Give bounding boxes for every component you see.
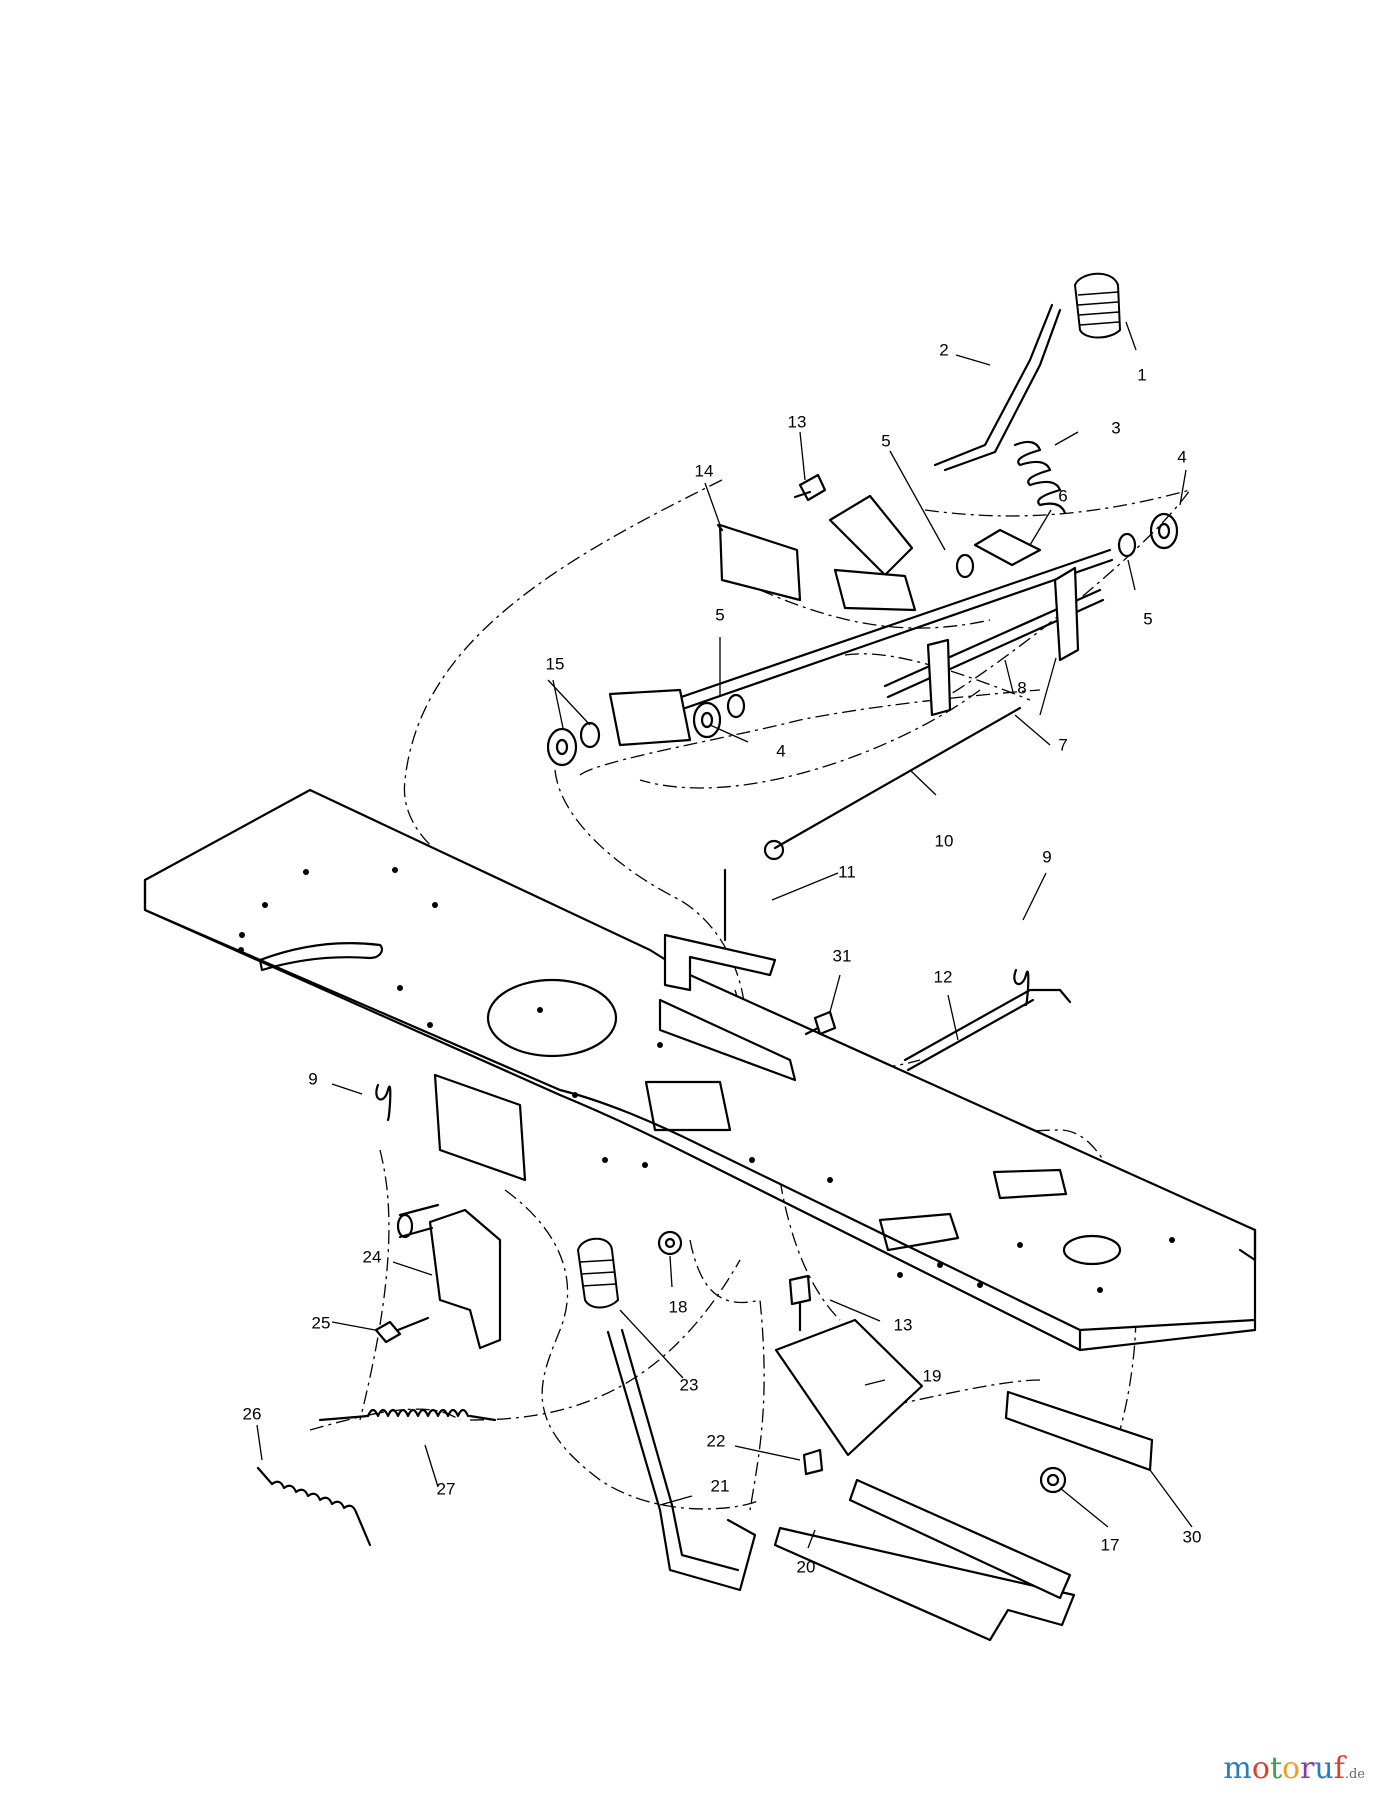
callout-26: 26 [243, 1404, 262, 1423]
callout-13: 13 [894, 1315, 913, 1334]
callout-24: 24 [363, 1247, 382, 1266]
callout-11: 11 [838, 862, 856, 881]
callout-30: 30 [1183, 1527, 1202, 1546]
callout-10: 10 [935, 831, 954, 850]
callout-13: 13 [788, 412, 807, 431]
callout-23: 23 [680, 1375, 699, 1394]
watermark-tld: .de [1344, 1767, 1365, 1782]
callout-6: 6 [1058, 486, 1067, 505]
callout-17: 17 [1101, 1535, 1120, 1554]
callout-5: 5 [881, 431, 890, 450]
callout-21: 21 [711, 1476, 730, 1495]
callout-9: 9 [308, 1069, 317, 1088]
chassis-frame [143, 788, 1257, 1352]
callout-5: 5 [1143, 609, 1152, 628]
callout-15: 15 [546, 654, 565, 673]
callout-7: 7 [1058, 735, 1067, 754]
callout-31: 31 [833, 946, 852, 965]
callout-9: 9 [1042, 847, 1051, 866]
callout-14: 14 [695, 461, 714, 480]
pedal-shaft-assembly [546, 272, 1179, 861]
callout-27: 27 [437, 1479, 456, 1498]
callout-4: 4 [776, 741, 785, 760]
callout-2: 2 [939, 340, 948, 359]
callout-22: 22 [707, 1431, 726, 1450]
callout-19: 19 [923, 1366, 942, 1385]
callout-12: 12 [934, 967, 953, 986]
callout-1: 1 [1137, 365, 1146, 384]
callout-5: 5 [715, 605, 724, 624]
callout-4: 4 [1177, 447, 1186, 466]
callout-3: 3 [1111, 418, 1120, 437]
callout-labels: 1 2 3 4 5 6 5 13 14 5 15 4 8 7 10 9 11 3… [243, 340, 1202, 1576]
watermark-logo: motoruf.de [1223, 1751, 1365, 1786]
callout-25: 25 [312, 1313, 331, 1332]
lower-parts [256, 868, 1154, 1642]
leader-lines [256, 321, 1193, 1549]
callout-8: 8 [1017, 678, 1026, 697]
watermark-name: motoruf [1223, 1751, 1345, 1786]
callout-18: 18 [669, 1297, 688, 1316]
callout-20: 20 [797, 1557, 816, 1576]
